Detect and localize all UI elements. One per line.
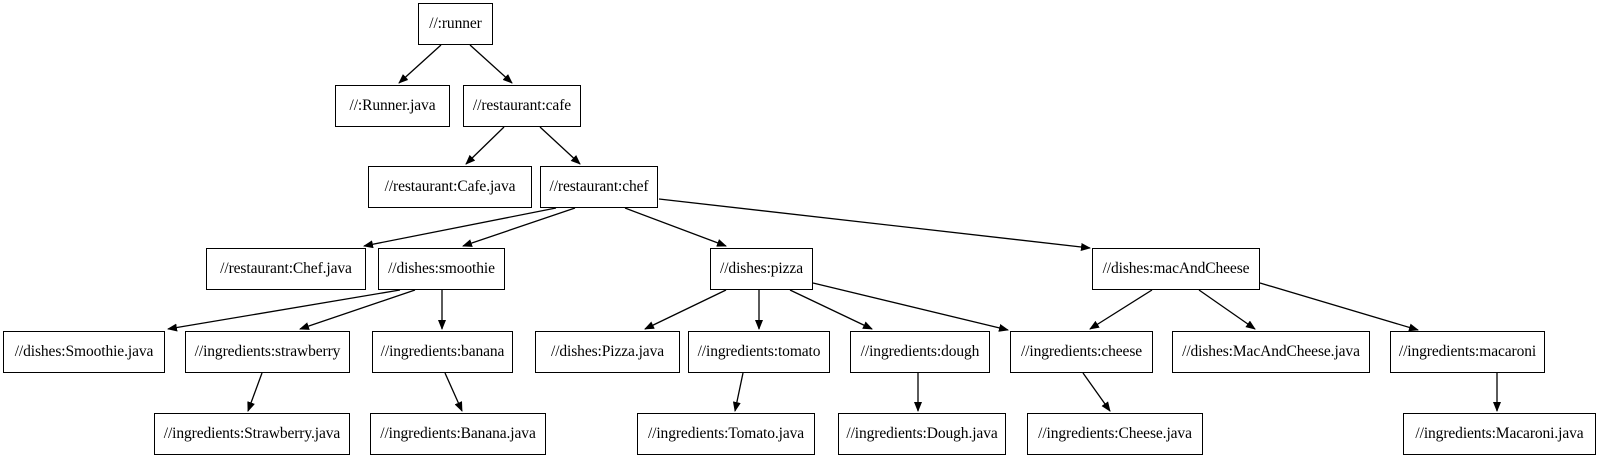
graph-node-smoothie[interactable]: //dishes:smoothie (378, 248, 505, 290)
graph-node-label: //ingredients:Banana.java (380, 425, 536, 443)
graph-node-label: //restaurant:Cafe.java (384, 178, 516, 196)
graph-node-label: //ingredients:dough (860, 343, 980, 361)
graph-node-cheese_java[interactable]: //ingredients:Cheese.java (1027, 413, 1203, 455)
graph-node-dough[interactable]: //ingredients:dough (850, 331, 990, 373)
graph-node-smoothie_java[interactable]: //dishes:Smoothie.java (3, 331, 165, 373)
graph-node-banana[interactable]: //ingredients:banana (372, 331, 513, 373)
graph-node-cafe_java[interactable]: //restaurant:Cafe.java (368, 166, 532, 208)
graph-node-label: //dishes:Smoothie.java (14, 343, 154, 361)
graph-node-banana_java[interactable]: //ingredients:Banana.java (370, 413, 546, 455)
graph-node-label: //ingredients:strawberry (194, 343, 341, 361)
graph-node-tomato_java[interactable]: //ingredients:Tomato.java (637, 413, 815, 455)
graph-node-label: //restaurant:cafe (472, 97, 572, 115)
graph-node-chef[interactable]: //restaurant:chef (540, 166, 658, 208)
graph-node-strawberry_java[interactable]: //ingredients:Strawberry.java (154, 413, 350, 455)
graph-node-label: //dishes:macAndCheese (1102, 260, 1250, 278)
graph-node-label: //:runner (429, 15, 482, 33)
graph-node-label: //ingredients:macaroni (1398, 343, 1537, 361)
graph-node-strawberry[interactable]: //ingredients:strawberry (185, 331, 350, 373)
graph-node-pizza[interactable]: //dishes:pizza (710, 248, 813, 290)
graph-node-label: //ingredients:cheese (1020, 343, 1143, 361)
graph-node-macaroni_java[interactable]: //ingredients:Macaroni.java (1403, 413, 1596, 455)
graph-node-label: //ingredients:banana (380, 343, 505, 361)
graph-node-label: //dishes:smoothie (388, 260, 495, 278)
graph-node-label: //ingredients:Macaroni.java (1415, 425, 1584, 443)
graph-node-macaroni[interactable]: //ingredients:macaroni (1390, 331, 1545, 373)
graph-node-label: //dishes:Pizza.java (550, 343, 665, 361)
graph-node-pizza_java[interactable]: //dishes:Pizza.java (535, 331, 680, 373)
graph-node-runner_java[interactable]: //:Runner.java (335, 85, 450, 127)
graph-node-dough_java[interactable]: //ingredients:Dough.java (838, 413, 1006, 455)
graph-node-label: //restaurant:Chef.java (220, 260, 352, 278)
graph-node-label: //ingredients:Strawberry.java (163, 425, 341, 443)
graph-node-label: //:Runner.java (349, 97, 436, 115)
graph-node-label: //dishes:MacAndCheese.java (1182, 343, 1360, 361)
graph-node-macandcheese[interactable]: //dishes:macAndCheese (1092, 248, 1260, 290)
graph-node-label: //restaurant:chef (549, 178, 649, 196)
graph-node-cheese[interactable]: //ingredients:cheese (1010, 331, 1153, 373)
graph-node-chef_java[interactable]: //restaurant:Chef.java (206, 248, 366, 290)
graph-node-macandcheese_java[interactable]: //dishes:MacAndCheese.java (1172, 331, 1370, 373)
graph-node-tomato[interactable]: //ingredients:tomato (688, 331, 830, 373)
graph-node-label: //ingredients:Tomato.java (647, 425, 805, 443)
graph-node-label: //dishes:pizza (720, 260, 803, 278)
graph-node-cafe[interactable]: //restaurant:cafe (463, 85, 581, 127)
graph-node-label: //ingredients:tomato (697, 343, 821, 361)
graph-node-runner[interactable]: //:runner (418, 3, 493, 45)
graph-node-label: //ingredients:Cheese.java (1038, 425, 1192, 443)
graph-node-label: //ingredients:Dough.java (846, 425, 998, 443)
